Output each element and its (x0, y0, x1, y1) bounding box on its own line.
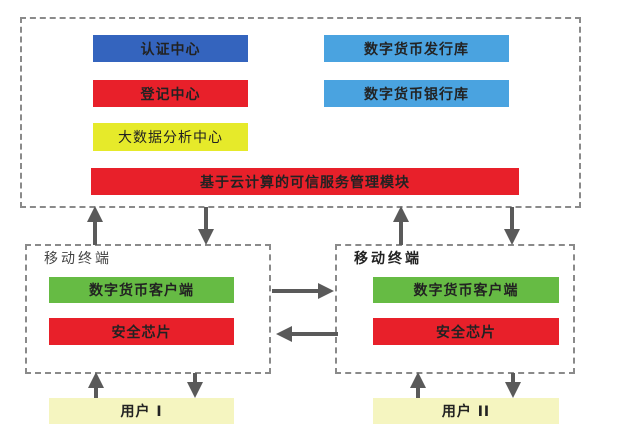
issuance-db: 数字货币发行库 (324, 35, 509, 62)
client-1: 数字货币客户端 (49, 277, 234, 303)
bank-db: 数字货币银行库 (324, 80, 509, 107)
client-2: 数字货币客户端 (373, 277, 559, 303)
cloud-platform-box (20, 17, 581, 208)
chip-1: 安全芯片 (49, 318, 234, 345)
terminal-title-1: 移动终端 (44, 251, 112, 267)
chip-2: 安全芯片 (373, 318, 559, 345)
trust-module: 基于云计算的可信服务管理模块 (91, 168, 519, 195)
user-1: 用户 I (49, 398, 234, 424)
terminal-box-2 (335, 244, 575, 374)
terminal-box-1 (25, 244, 271, 374)
registry-center: 登记中心 (93, 80, 248, 107)
terminal-title-2: 移动终端 (354, 251, 422, 267)
user-2: 用户 II (373, 398, 559, 424)
auth-center: 认证中心 (93, 35, 248, 62)
bigdata-center: 大数据分析中心 (93, 123, 248, 151)
